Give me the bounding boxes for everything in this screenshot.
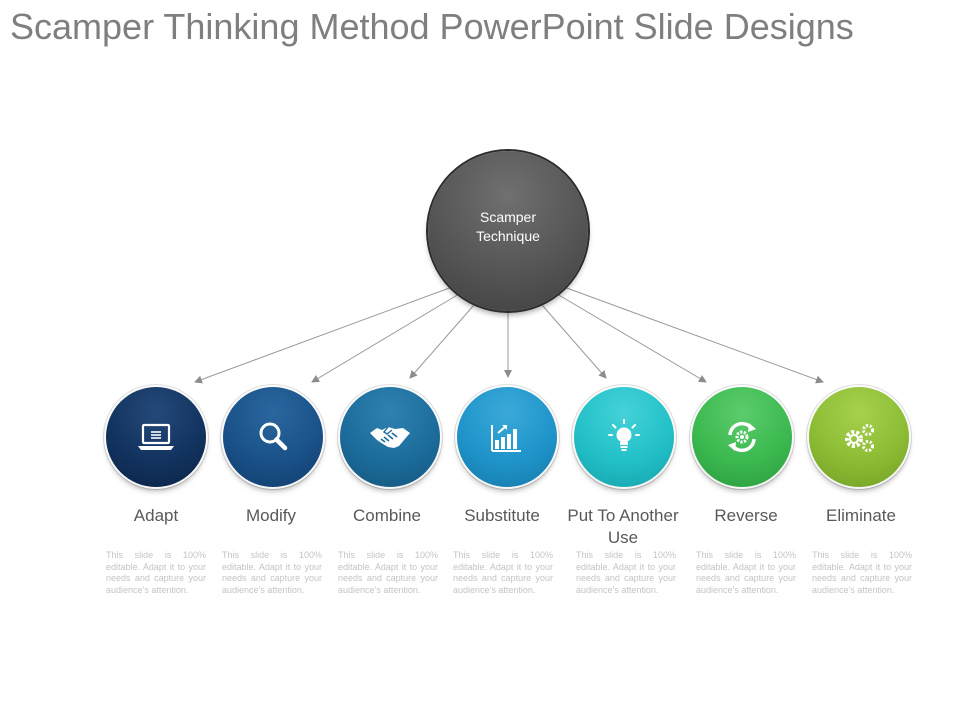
item-label-put-to-another-use: Put To Another Use [567,506,679,547]
combine-circle [340,387,440,487]
connector-eliminate [563,286,824,384]
item-label-reverse: Reverse [714,506,778,525]
item-description-modify: This slide is 100% editable. Adapt it to… [222,550,322,595]
item-label-adapt: Adapt [133,506,179,525]
refresh-gear-icon [728,421,756,453]
item-description-eliminate: This slide is 100% editable. Adapt it to… [812,550,912,595]
item-description-adapt: This slide is 100% editable. Adapt it to… [106,550,206,595]
adapt-circle [106,387,206,487]
item-description-substitute: This slide is 100% editable. Adapt it to… [453,550,553,595]
item-description-put-to-another-use: This slide is 100% editable. Adapt it to… [576,550,676,595]
put-to-another-use-circle [574,387,674,487]
handshake-icon [370,426,410,448]
item-label-combine: Combine [352,506,422,525]
connector-put-to-another-use [541,304,607,379]
laptop-icon [138,423,174,450]
eliminate-circle [809,387,909,487]
item-label-eliminate: Eliminate [826,506,896,525]
substitute-circle [457,387,557,487]
connector-adapt [194,286,453,384]
center-hub-label: Scamper Technique [476,209,540,244]
bar-chart-icon [491,425,521,452]
gears-icon [845,424,874,452]
item-label-substitute: Substitute [464,506,540,525]
item-description-reverse: This slide is 100% editable. Adapt it to… [696,550,796,595]
connector-reverse [556,293,707,383]
slide-title: Scamper Thinking Method PowerPoint Slide… [10,6,854,47]
connector-modify [311,293,460,383]
magnifier-icon [259,422,288,451]
reverse-circle [692,387,792,487]
item-description-combine: This slide is 100% editable. Adapt it to… [338,550,438,595]
center-hub-circle: Scamper Technique [428,151,588,311]
modify-circle [223,387,323,487]
connector-combine [409,304,475,379]
lightbulb-icon [608,419,640,451]
item-label-modify: Modify [245,506,297,525]
